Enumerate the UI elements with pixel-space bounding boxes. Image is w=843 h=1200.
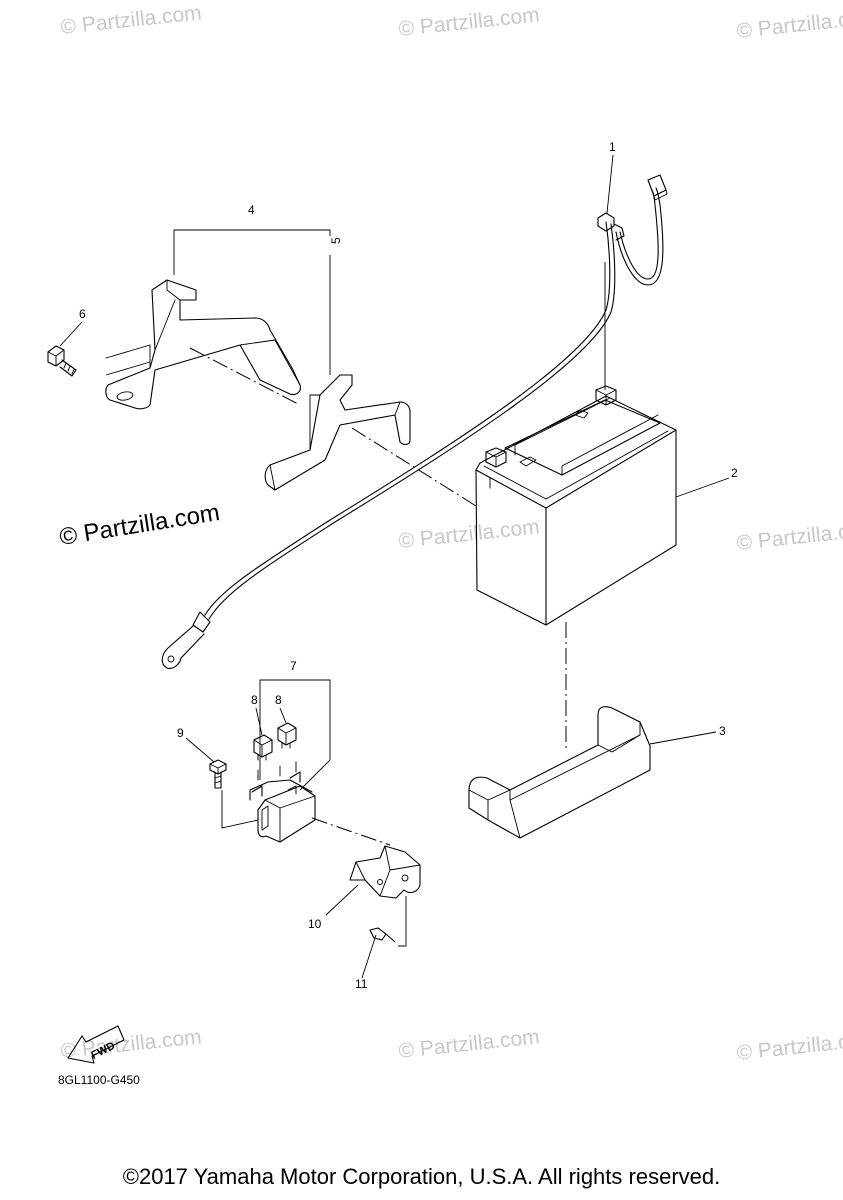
- battery-cover: [468, 706, 651, 839]
- bracket-plate: [264, 374, 411, 491]
- fuse-8b: [277, 722, 297, 749]
- callout-10: 10: [308, 917, 322, 931]
- fuse-8a: [253, 734, 273, 761]
- drawing-code: 8GL1100-G450: [58, 1073, 140, 1087]
- callout-1: 1: [609, 140, 616, 154]
- callout-11: 11: [355, 977, 368, 991]
- callout-6: 6: [79, 307, 86, 321]
- battery-bracket: [105, 279, 301, 410]
- rivet-11: [369, 927, 396, 943]
- battery-cable: [161, 174, 668, 669]
- leader-lines: [59, 154, 730, 979]
- battery: [475, 385, 677, 626]
- callout-9: 9: [177, 726, 184, 740]
- fwd-label: FWD: [89, 1040, 117, 1062]
- callout-8a: 8: [251, 693, 258, 707]
- callout-7: 7: [290, 659, 297, 673]
- assembly-lines: [105, 262, 606, 947]
- callout-5: 5: [329, 237, 343, 244]
- callout-3: 3: [719, 724, 726, 738]
- callout-8b: 8: [275, 693, 282, 707]
- fwd-arrow-icon: FWD: [67, 1025, 125, 1064]
- bolt-6: [47, 345, 77, 377]
- relay-bracket: [349, 845, 421, 899]
- starter-relay: [249, 761, 316, 843]
- callout-2: 2: [731, 466, 738, 480]
- callout-4: 4: [248, 203, 255, 217]
- callout-labels: 1 2 3 4 5 6 7 8 8 9 10 11: [79, 140, 738, 991]
- bolt-9: [209, 759, 227, 789]
- copyright-footer: ©2017 Yamaha Motor Corporation, U.S.A. A…: [122, 1164, 721, 1189]
